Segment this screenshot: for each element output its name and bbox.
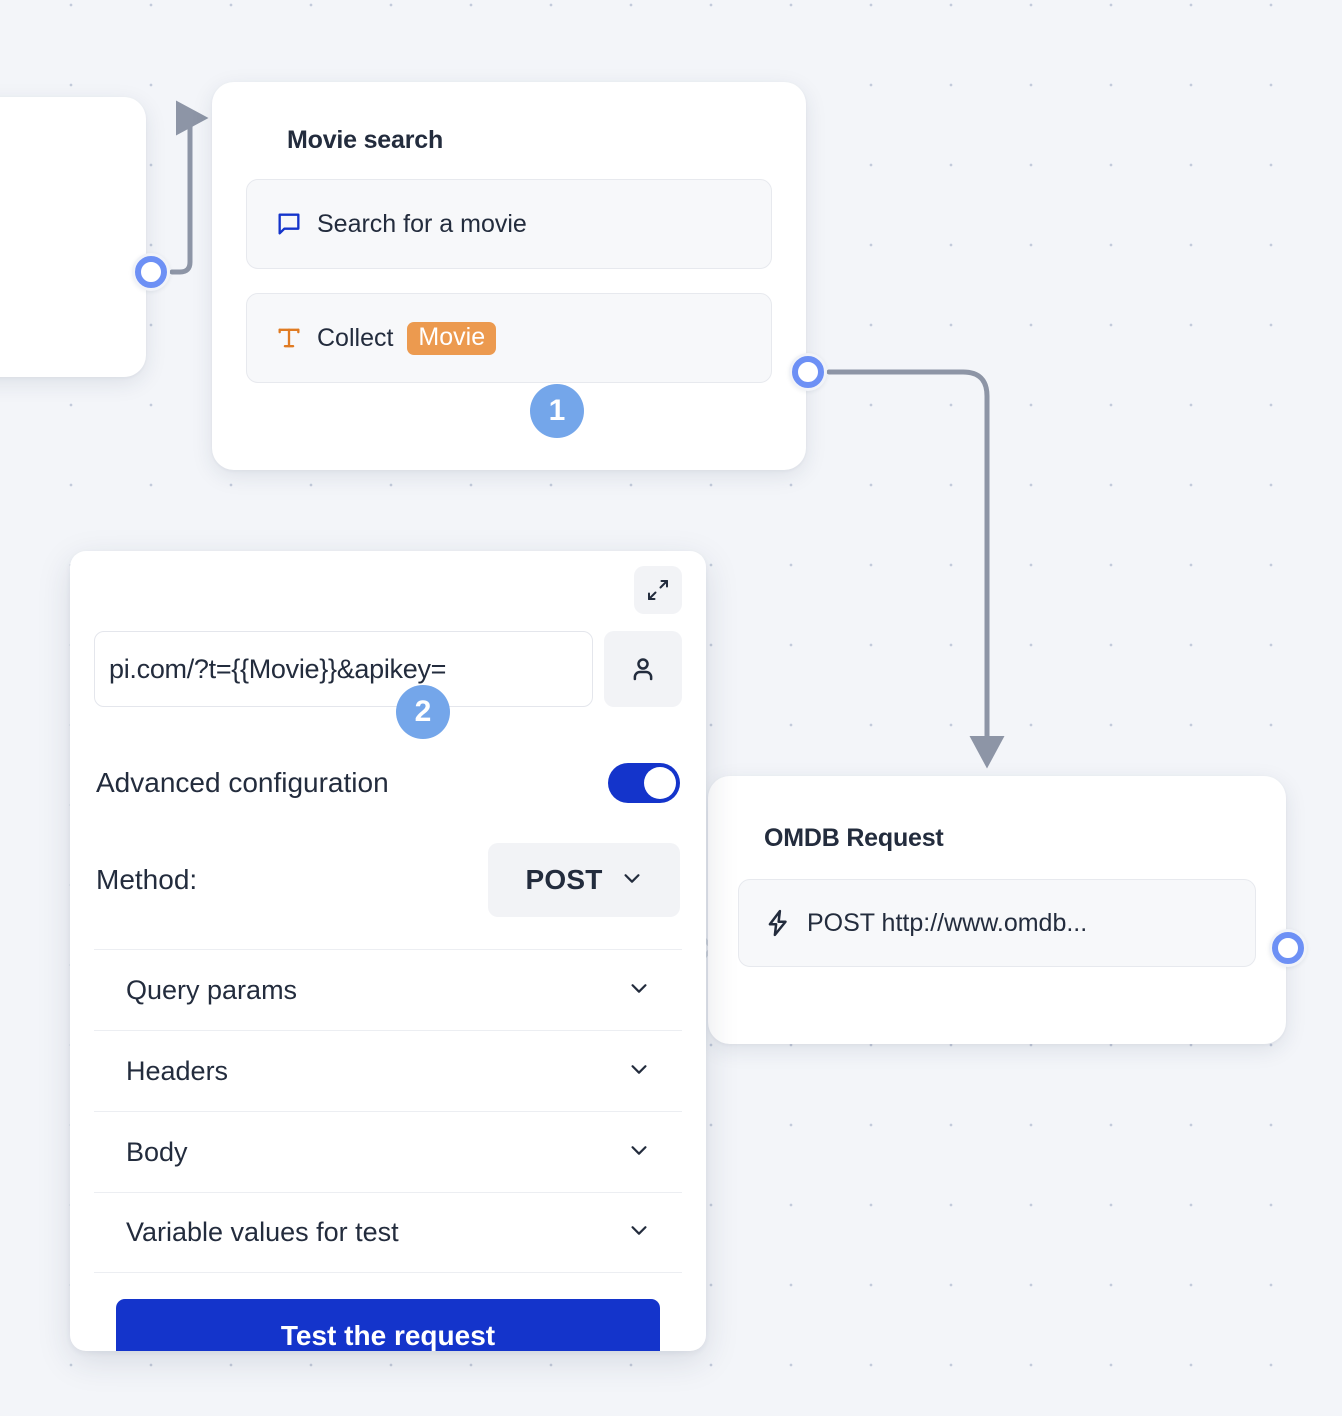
chevron-down-icon bbox=[628, 1139, 650, 1166]
node-card-partial[interactable] bbox=[0, 97, 146, 377]
accordion-label: Variable values for test bbox=[126, 1217, 399, 1247]
accordion-item-query-params[interactable]: Query params bbox=[94, 949, 682, 1030]
text-field-icon bbox=[275, 324, 303, 352]
edge-movie-search-to-omdb bbox=[826, 369, 1005, 769]
node-title-movie-search: Movie search bbox=[287, 126, 444, 154]
request-url-input[interactable] bbox=[94, 631, 593, 707]
accordion-label: Body bbox=[126, 1136, 188, 1167]
accordion-item-variable-values-for-test[interactable]: Variable values for test bbox=[94, 1192, 682, 1273]
advanced-configuration-row: Advanced configuration bbox=[94, 763, 682, 803]
method-label: Method: bbox=[96, 864, 198, 895]
node-row-collect-movie[interactable]: Collect Movie bbox=[246, 293, 772, 383]
port-output-movie-search[interactable] bbox=[789, 353, 827, 391]
chevron-down-icon bbox=[621, 867, 643, 894]
variable-chip-movie[interactable]: Movie bbox=[407, 321, 497, 355]
panel-header bbox=[94, 551, 682, 629]
lightning-bolt-icon bbox=[763, 908, 793, 938]
node-row-label-prefix: Collect bbox=[317, 323, 394, 352]
node-row-search-for-a-movie[interactable]: Search for a movie bbox=[246, 179, 772, 269]
config-accordion: Query params Headers Body bbox=[94, 949, 682, 1273]
accordion-item-body[interactable]: Body bbox=[94, 1111, 682, 1192]
chevron-down-icon bbox=[628, 1219, 650, 1246]
advanced-configuration-label: Advanced configuration bbox=[96, 767, 389, 798]
accordion-label: Headers bbox=[126, 1055, 229, 1086]
port-output-omdb-request[interactable] bbox=[1269, 929, 1307, 967]
node-card-omdb-request[interactable]: OMDB Request POST http://www.omdb... bbox=[708, 776, 1286, 1044]
person-icon bbox=[633, 658, 653, 681]
accordion-label: Query params bbox=[126, 974, 298, 1005]
step-badge-2: 2 bbox=[396, 685, 450, 739]
node-card-movie-search[interactable]: Movie search Search for a movie Collect bbox=[212, 82, 806, 470]
advanced-configuration-toggle[interactable] bbox=[608, 763, 680, 803]
request-config-panel[interactable]: Advanced configuration Method: POST Quer… bbox=[70, 551, 706, 1351]
port-output-partial[interactable] bbox=[132, 253, 170, 291]
edge-partial-to-movie-search bbox=[169, 100, 209, 275]
node-row-label: Search for a movie bbox=[317, 209, 527, 238]
chevron-down-icon bbox=[628, 977, 650, 1004]
node-row-post-request[interactable]: POST http://www.omdb... bbox=[738, 879, 1256, 967]
expand-diagonal-icon-button[interactable] bbox=[634, 566, 682, 614]
method-row: Method: POST bbox=[94, 843, 682, 917]
url-row bbox=[94, 631, 682, 707]
test-the-request-button[interactable]: Test the request bbox=[116, 1299, 660, 1351]
accordion-item-headers[interactable]: Headers bbox=[94, 1030, 682, 1111]
node-title-omdb-request: OMDB Request bbox=[764, 824, 944, 852]
chat-bubble-icon bbox=[275, 210, 303, 238]
chevron-down-icon bbox=[628, 1058, 650, 1085]
step-badge-1: 1 bbox=[530, 384, 584, 438]
node-row-label: POST http://www.omdb... bbox=[807, 908, 1088, 937]
person-icon-button[interactable] bbox=[604, 631, 682, 707]
expand-diagonal-icon bbox=[648, 580, 668, 600]
method-value: POST bbox=[525, 864, 603, 895]
method-select[interactable]: POST bbox=[488, 843, 680, 917]
